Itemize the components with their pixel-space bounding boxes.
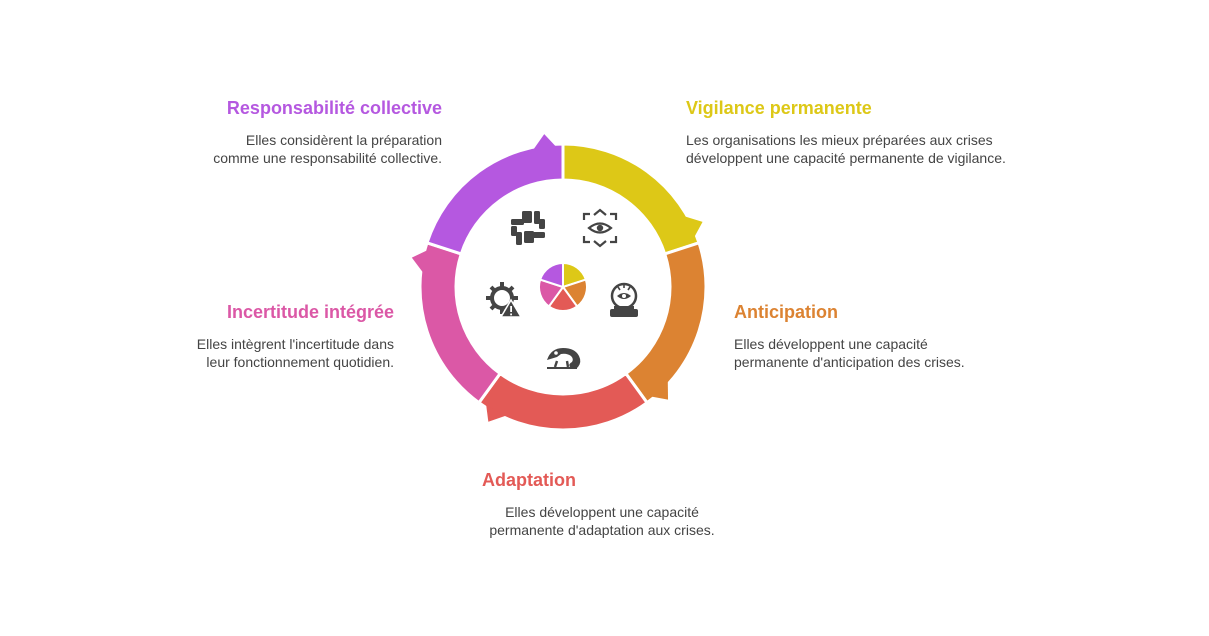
center-pie — [538, 261, 588, 312]
ring-segment-adaptation — [476, 371, 650, 432]
desc-adaptation: Elles développent une capacité permanent… — [472, 503, 732, 539]
title-incertitude: Incertitude intégrée — [226, 302, 394, 322]
chameleon-icon — [547, 348, 581, 369]
label-responsabilite: Responsabilité collective Elles considèr… — [82, 97, 442, 167]
label-adaptation: Adaptation Elles développent une capacit… — [482, 469, 742, 539]
title-responsabilite: Responsabilité collective — [226, 98, 442, 118]
surveillance-eye-icon — [582, 208, 618, 248]
ring-segment-anticipation — [623, 240, 708, 405]
ring-pointer-anticipation — [651, 381, 669, 400]
label-anticipation: Anticipation Elles développent une capac… — [734, 301, 1094, 371]
desc-adaptation-line-2: permanente d'adaptation aux crises. — [489, 522, 715, 538]
label-incertitude: Incertitude intégrée Elles intègrent l'i… — [34, 301, 394, 371]
joined-hands-icon — [511, 211, 545, 245]
desc-incertitude-line-1: Elles intègrent l'incertitude dans — [196, 336, 394, 352]
pie-slice-responsabilite — [538, 261, 564, 289]
desc-vigilance-line-1: Les organisations les mieux préparées au… — [686, 132, 993, 148]
desc-responsabilite-line-2: comme une responsabilité collective. — [213, 150, 442, 166]
desc-vigilance-line-2: développent une capacité permanente de v… — [686, 150, 1006, 166]
crystal-ball-icon — [610, 282, 638, 317]
ring-pointer-adaptation — [486, 405, 506, 422]
ring-pointer-responsabilite — [533, 134, 556, 150]
desc-incertitude: Elles intègrent l'incertitude dans leur … — [34, 335, 394, 371]
title-anticipation: Anticipation — [734, 302, 838, 322]
title-vigilance: Vigilance permanente — [686, 98, 872, 118]
desc-anticipation: Elles développent une capacité permanent… — [734, 335, 1094, 371]
desc-responsabilite-line-1: Elles considèrent la préparation — [245, 132, 442, 148]
ring-segment-incertitude — [418, 240, 503, 405]
cycle-ring — [411, 134, 708, 432]
ring-segment-responsabilite — [425, 142, 565, 256]
label-vigilance: Vigilance permanente Les organisations l… — [686, 97, 1046, 167]
desc-vigilance: Les organisations les mieux préparées au… — [686, 131, 1046, 167]
gear-warning-icon — [486, 282, 523, 318]
desc-responsabilite: Elles considèrent la préparation comme u… — [82, 131, 442, 167]
desc-anticipation-line-2: permanente d'anticipation des crises. — [734, 354, 965, 370]
ring-pointer-incertitude — [411, 250, 427, 273]
desc-anticipation-line-1: Elles développent une capacité — [734, 336, 928, 352]
ring-pointer-vigilance — [685, 216, 703, 237]
desc-adaptation-line-1: Elles développent une capacité — [505, 504, 699, 520]
desc-incertitude-line-2: leur fonctionnement quotidien. — [206, 354, 394, 370]
title-adaptation: Adaptation — [482, 470, 576, 490]
